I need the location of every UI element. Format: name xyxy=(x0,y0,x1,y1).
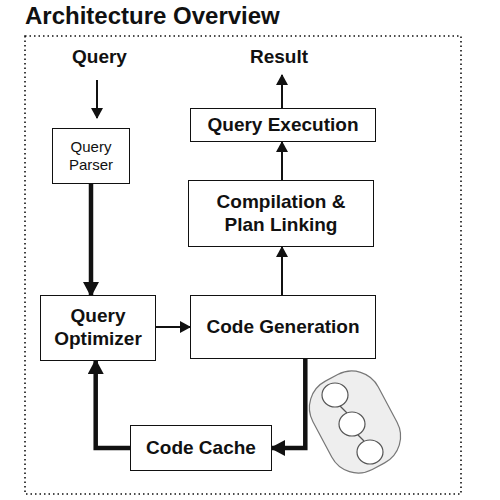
process-box: Compilation & Plan Linking xyxy=(188,180,374,247)
flow-arrow xyxy=(272,359,305,448)
output-label: Result xyxy=(250,46,308,68)
diagram-title: Architecture Overview xyxy=(25,2,280,30)
cache-box: Code Cache xyxy=(130,425,272,471)
dotted-frame xyxy=(25,36,461,494)
box-text: Compilation & Plan Linking xyxy=(211,191,351,237)
process-box: Code Generation xyxy=(190,295,376,359)
input-arrow xyxy=(96,80,98,118)
flow-arrow xyxy=(281,142,283,180)
process-box: Query Optimizer xyxy=(40,295,156,361)
flow-arrow xyxy=(156,326,190,328)
process-box: Query Parser xyxy=(52,128,130,184)
flow-arrow xyxy=(89,184,94,295)
box-text: Query Execution xyxy=(208,114,359,137)
input-label: Query xyxy=(72,46,127,68)
box-text: Code Cache xyxy=(146,437,256,460)
box-text: Query Parser xyxy=(57,138,125,174)
chain-illustration xyxy=(299,360,411,483)
box-text: Code Generation xyxy=(206,316,359,339)
process-box: Query Execution xyxy=(190,108,376,142)
output-arrow xyxy=(281,75,283,108)
flow-arrow xyxy=(281,247,283,295)
flow-arrow xyxy=(96,361,130,448)
box-text: Query Optimizer xyxy=(47,305,149,351)
